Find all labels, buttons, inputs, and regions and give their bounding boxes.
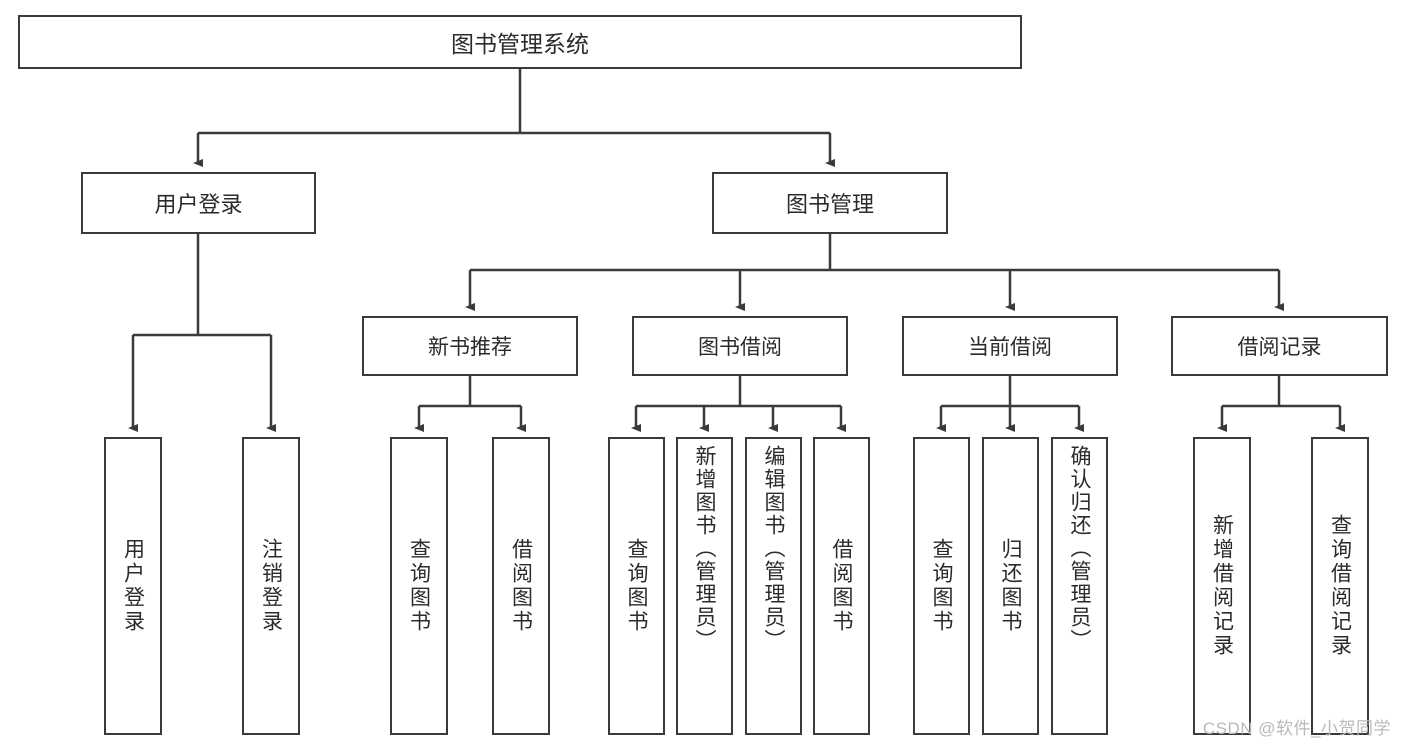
leaf-borrow-add-book[interactable]: 新增图书（管理员） <box>676 437 733 735</box>
leaf-borrow-add-book-label: 新增图书（管理员） <box>693 445 716 652</box>
leaf-current-confirm-return[interactable]: 确认归还（管理员） <box>1051 437 1108 735</box>
leaf-user-login-logout-label: 注销登录 <box>259 538 283 634</box>
leaf-current-return-book-label: 归还图书 <box>999 538 1022 634</box>
node-user-login[interactable]: 用户登录 <box>81 172 316 234</box>
node-root-system[interactable]: 图书管理系统 <box>18 15 1022 69</box>
leaf-recommend-query-book-label: 查询图书 <box>407 538 431 634</box>
leaf-borrow-query-book[interactable]: 查询图书 <box>608 437 665 735</box>
leaf-user-login-login[interactable]: 用户登录 <box>104 437 162 735</box>
leaf-record-query-record[interactable]: 查询借阅记录 <box>1311 437 1369 735</box>
node-book-borrow[interactable]: 图书借阅 <box>632 316 848 376</box>
node-book-management-label: 图书管理 <box>785 192 874 217</box>
leaf-current-return-book[interactable]: 归还图书 <box>982 437 1039 735</box>
leaf-recommend-borrow-book[interactable]: 借阅图书 <box>492 437 550 735</box>
node-root-label: 图书管理系统 <box>451 31 589 57</box>
leaf-borrow-edit-book[interactable]: 编辑图书（管理员） <box>745 437 802 735</box>
leaf-recommend-borrow-book-label: 借阅图书 <box>509 538 533 634</box>
node-current-borrow-label: 当前借阅 <box>968 336 1052 359</box>
node-user-login-label: 用户登录 <box>154 192 243 217</box>
leaf-current-query-book-label: 查询图书 <box>930 538 953 634</box>
leaf-record-add-record[interactable]: 新增借阅记录 <box>1193 437 1251 735</box>
leaf-current-query-book[interactable]: 查询图书 <box>913 437 970 735</box>
leaf-current-confirm-return-label: 确认归还（管理员） <box>1068 445 1091 652</box>
leaf-borrow-edit-book-label: 编辑图书（管理员） <box>762 445 785 652</box>
node-current-borrow[interactable]: 当前借阅 <box>902 316 1118 376</box>
node-borrow-record[interactable]: 借阅记录 <box>1171 316 1388 376</box>
node-book-management[interactable]: 图书管理 <box>712 172 948 234</box>
leaf-record-query-record-label: 查询借阅记录 <box>1328 514 1352 658</box>
leaf-recommend-query-book[interactable]: 查询图书 <box>390 437 448 735</box>
leaf-user-login-logout[interactable]: 注销登录 <box>242 437 300 735</box>
leaf-user-login-login-label: 用户登录 <box>121 538 145 634</box>
node-new-book-recommend[interactable]: 新书推荐 <box>362 316 578 376</box>
node-borrow-record-label: 借阅记录 <box>1237 336 1322 359</box>
csdn-watermark: CSDN @软件_小贺同学 <box>1202 719 1391 738</box>
leaf-record-add-record-label: 新增借阅记录 <box>1210 514 1234 658</box>
leaf-borrow-query-book-label: 查询图书 <box>625 538 648 634</box>
node-new-book-recommend-label: 新书推荐 <box>428 336 512 359</box>
leaf-borrow-borrow-book-label: 借阅图书 <box>830 538 853 634</box>
leaf-borrow-borrow-book[interactable]: 借阅图书 <box>813 437 870 735</box>
node-book-borrow-label: 图书借阅 <box>698 336 782 359</box>
